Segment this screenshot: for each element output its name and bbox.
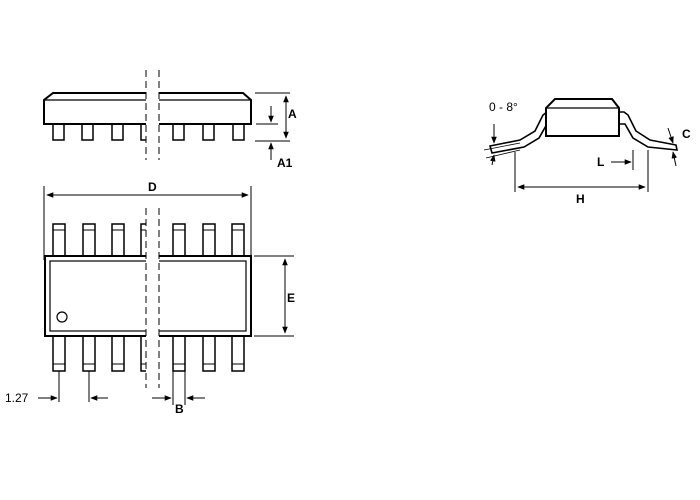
pin1-marker xyxy=(56,311,68,323)
end-view-body xyxy=(545,98,620,137)
top-view: D xyxy=(5,180,295,416)
end-view-lead xyxy=(488,111,678,154)
dimension-a1: A1 xyxy=(256,106,293,170)
label-d: D xyxy=(148,180,157,194)
label-angle: 0 - 8° xyxy=(489,100,518,114)
dimension-e: E xyxy=(254,255,295,337)
dimension-pitch: 1.27 xyxy=(5,371,108,405)
label-c: C xyxy=(682,127,691,141)
dimension-a: A xyxy=(255,92,297,142)
label-l: L xyxy=(597,155,604,169)
dimension-h: H xyxy=(514,150,649,206)
end-view: 0 - 8° C L H xyxy=(483,98,691,206)
dimension-b: B xyxy=(152,371,205,416)
dimension-c: C xyxy=(667,127,691,167)
dimension-d: D xyxy=(43,180,252,260)
label-pitch: 1.27 xyxy=(5,391,29,405)
label-h: H xyxy=(576,192,585,206)
label-b: B xyxy=(175,402,184,416)
dimension-angle: 0 - 8° xyxy=(483,100,521,166)
side-view: A A1 xyxy=(43,70,297,170)
label-e: E xyxy=(287,291,295,305)
label-a: A xyxy=(288,107,297,121)
dimension-l: L xyxy=(597,150,634,170)
label-a1: A1 xyxy=(277,156,293,170)
